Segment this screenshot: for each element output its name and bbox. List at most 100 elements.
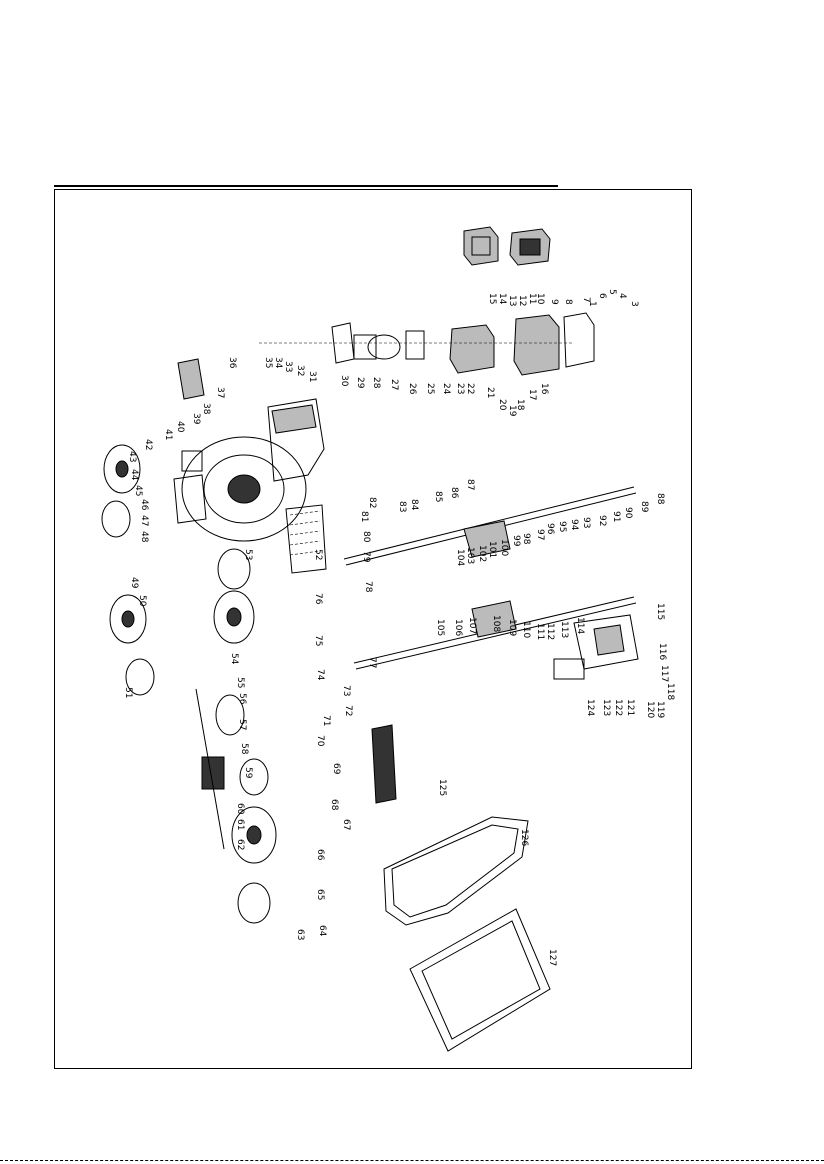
part-label-69: 69	[331, 763, 341, 775]
part-label-74: 74	[315, 669, 325, 681]
part-label-77: 77	[367, 657, 377, 668]
part-label-30: 30	[339, 375, 349, 387]
wheel-hubcap-right	[217, 548, 251, 590]
part-label-45: 45	[133, 485, 143, 496]
part-label-111: 111	[535, 623, 545, 640]
part-label-75: 75	[313, 635, 323, 646]
part-label-86: 86	[449, 487, 459, 499]
part-label-73: 73	[341, 685, 351, 696]
wheel-rear-right	[213, 590, 255, 644]
part-label-20: 20	[497, 399, 507, 411]
header-rule	[54, 185, 558, 187]
part-label-91: 91	[611, 511, 621, 522]
page-bottom-dashed-line	[0, 1160, 824, 1161]
part-label-46: 46	[139, 499, 149, 511]
part-label-120: 120	[645, 701, 655, 718]
part-label-38: 38	[201, 403, 211, 415]
motor-cover-assembly	[259, 312, 595, 376]
part-label-70: 70	[315, 735, 325, 747]
mower-deck	[181, 398, 325, 542]
part-label-105: 105	[435, 619, 445, 636]
part-label-37: 37	[215, 387, 225, 398]
control-box	[553, 614, 639, 680]
grass-bag-frame	[383, 816, 529, 926]
part-label-32: 32	[295, 365, 305, 376]
part-label-61: 61	[235, 819, 245, 830]
part-label-4: 4	[617, 293, 627, 299]
part-label-22: 22	[465, 383, 475, 394]
part-label-27: 27	[389, 379, 399, 390]
part-label-71: 71	[321, 715, 331, 726]
part-label-8: 8	[563, 299, 573, 305]
part-label-127: 127	[547, 949, 557, 966]
height-adjust-lever	[195, 688, 225, 850]
part-label-123: 123	[601, 699, 611, 716]
part-label-17: 17	[527, 389, 537, 400]
part-label-5: 5	[607, 289, 617, 295]
part-label-100: 100	[499, 539, 509, 556]
mulch-flap	[285, 504, 327, 574]
part-label-95: 95	[557, 521, 567, 532]
part-label-79: 79	[361, 551, 371, 563]
part-label-53: 53	[243, 549, 253, 560]
part-label-92: 92	[597, 515, 607, 526]
part-label-9: 9	[549, 299, 559, 305]
part-label-121: 121	[625, 699, 635, 716]
part-label-1: 1	[587, 301, 597, 307]
part-label-33: 33	[283, 361, 293, 372]
part-label-109: 109	[507, 619, 517, 636]
part-label-80: 80	[361, 531, 371, 543]
part-label-55: 55	[235, 677, 245, 688]
part-label-47: 47	[139, 515, 149, 526]
part-label-94: 94	[569, 519, 579, 531]
part-label-42: 42	[143, 439, 153, 450]
part-label-24: 24	[441, 383, 451, 395]
part-label-48: 48	[139, 531, 149, 543]
part-label-63: 63	[295, 929, 305, 940]
part-label-11: 11	[527, 293, 537, 304]
wheel-hubcap-left	[125, 658, 155, 696]
part-label-82: 82	[367, 497, 377, 508]
part-label-64: 64	[317, 925, 327, 937]
part-label-72: 72	[343, 705, 353, 716]
part-label-12: 12	[517, 295, 527, 306]
part-label-96: 96	[545, 523, 555, 535]
battery-pack-left	[463, 226, 499, 266]
part-label-87: 87	[465, 479, 475, 490]
part-label-57: 57	[237, 719, 247, 730]
part-label-125: 125	[437, 779, 447, 796]
part-label-90: 90	[623, 507, 633, 519]
part-label-10: 10	[535, 293, 545, 305]
part-label-126: 126	[519, 829, 529, 846]
diagram-frame	[54, 189, 692, 1069]
part-label-85: 85	[433, 491, 443, 502]
part-label-102: 102	[477, 545, 487, 562]
part-label-65: 65	[315, 889, 325, 900]
part-label-107: 107	[467, 617, 477, 634]
front-axle-wheel	[215, 694, 269, 796]
part-label-58: 58	[239, 743, 249, 755]
part-label-101: 101	[487, 541, 497, 558]
part-label-84: 84	[409, 499, 419, 511]
part-label-117: 117	[659, 665, 669, 682]
part-label-108: 108	[491, 615, 501, 632]
part-label-99: 99	[511, 535, 521, 547]
blade	[371, 724, 397, 804]
part-label-52: 52	[313, 549, 323, 560]
part-label-6: 6	[597, 293, 607, 299]
part-label-36: 36	[227, 357, 237, 369]
part-label-29: 29	[355, 377, 365, 389]
part-label-110: 110	[521, 621, 531, 638]
part-label-31: 31	[307, 371, 317, 382]
part-label-25: 25	[425, 383, 435, 394]
part-label-43: 43	[127, 451, 137, 462]
part-label-76: 76	[313, 593, 323, 605]
part-label-93: 93	[581, 517, 591, 528]
part-label-59: 59	[243, 767, 253, 779]
part-label-83: 83	[397, 501, 407, 512]
part-label-50: 50	[137, 595, 147, 607]
part-label-78: 78	[363, 581, 373, 593]
part-label-49: 49	[129, 577, 139, 589]
wheel-front-left	[109, 594, 147, 644]
